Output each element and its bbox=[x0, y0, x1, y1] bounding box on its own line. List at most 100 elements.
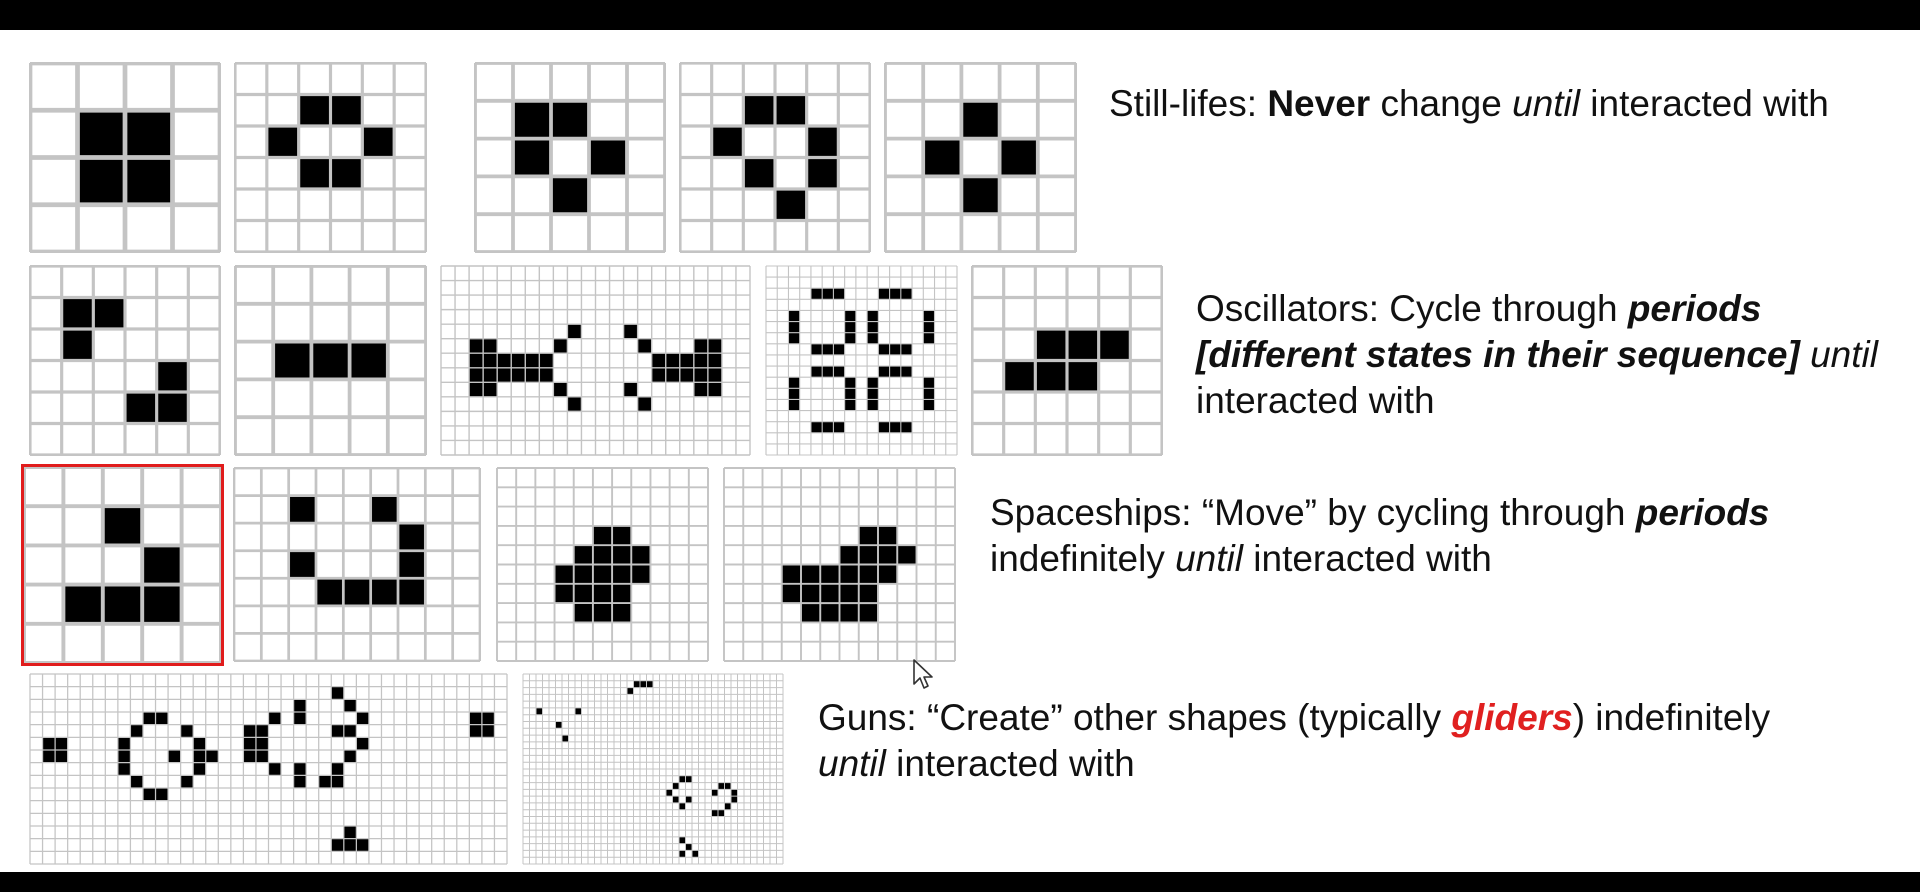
live-cell bbox=[573, 545, 593, 565]
live-cell bbox=[551, 176, 589, 215]
live-cell bbox=[858, 603, 878, 623]
live-cell bbox=[718, 782, 725, 790]
live-cell bbox=[897, 545, 917, 565]
live-cell bbox=[469, 382, 484, 397]
spaceship-pattern-glider[interactable] bbox=[21, 464, 224, 666]
live-cell bbox=[844, 399, 856, 411]
live-cell bbox=[469, 353, 484, 368]
live-cell bbox=[288, 550, 316, 579]
live-cell bbox=[343, 699, 357, 712]
live-cell bbox=[273, 341, 312, 380]
oscillators-caption: Oscillators: Cycle through periods [diff… bbox=[1196, 286, 1916, 424]
live-cell bbox=[646, 680, 653, 688]
live-cell bbox=[343, 724, 357, 738]
live-cell bbox=[612, 545, 632, 565]
live-cell bbox=[637, 338, 652, 354]
live-cell bbox=[788, 332, 800, 344]
live-cell bbox=[801, 564, 821, 584]
live-cell bbox=[651, 367, 666, 383]
spaceships-caption: Spaceships: “Move” by cycling through pe… bbox=[990, 490, 1890, 582]
live-cell bbox=[525, 353, 540, 368]
live-cell bbox=[820, 564, 840, 584]
live-cell bbox=[900, 288, 913, 300]
live-cell bbox=[923, 388, 935, 400]
live-cell bbox=[266, 126, 299, 158]
grid-background bbox=[233, 467, 481, 662]
live-cell bbox=[168, 750, 181, 763]
live-cell bbox=[961, 176, 1000, 215]
slide: Still-lifes: Never change until interact… bbox=[0, 30, 1920, 872]
live-cell bbox=[679, 367, 694, 383]
live-cell bbox=[612, 525, 632, 546]
live-cell bbox=[469, 367, 484, 383]
live-cell bbox=[331, 762, 344, 776]
live-cell bbox=[55, 750, 68, 763]
live-cell bbox=[878, 545, 898, 565]
live-cell bbox=[724, 782, 731, 790]
live-cell bbox=[142, 584, 182, 624]
live-cell bbox=[833, 366, 845, 378]
live-cell bbox=[724, 802, 731, 810]
caption-run: gliders bbox=[1451, 697, 1573, 738]
live-cell bbox=[692, 850, 699, 858]
live-cell bbox=[707, 338, 722, 354]
live-cell bbox=[243, 737, 256, 750]
live-cell bbox=[685, 843, 692, 851]
live-cell bbox=[589, 138, 627, 177]
live-cell bbox=[820, 583, 840, 604]
live-cell bbox=[672, 782, 679, 790]
live-cell bbox=[923, 377, 935, 389]
live-cell bbox=[551, 100, 589, 139]
still-life-pattern-1 bbox=[29, 62, 221, 253]
live-cell bbox=[592, 545, 613, 565]
live-cell bbox=[93, 297, 125, 329]
live-cell bbox=[810, 343, 823, 355]
live-cell bbox=[117, 762, 131, 776]
live-cell bbox=[867, 388, 879, 400]
oscillator-pattern-5 bbox=[971, 265, 1163, 456]
spaceship-pattern-3 bbox=[496, 467, 709, 662]
live-cell bbox=[42, 737, 56, 750]
live-cell bbox=[398, 578, 426, 606]
live-cell bbox=[612, 564, 632, 584]
caption-run: periods bbox=[1635, 492, 1770, 533]
live-cell bbox=[155, 788, 169, 801]
live-cell bbox=[370, 495, 398, 524]
live-cell bbox=[858, 583, 878, 604]
live-cell bbox=[685, 796, 692, 803]
live-cell bbox=[867, 310, 879, 322]
live-cell bbox=[331, 686, 344, 700]
live-cell bbox=[693, 353, 708, 368]
live-cell bbox=[878, 525, 898, 546]
caption-run: indefinitely bbox=[990, 538, 1165, 579]
live-cell bbox=[553, 382, 568, 397]
live-cell bbox=[1035, 329, 1067, 361]
live-cell bbox=[665, 353, 680, 368]
live-cell bbox=[679, 775, 686, 783]
live-cell bbox=[497, 353, 512, 368]
live-cell bbox=[349, 341, 388, 380]
caption-run: Oscillators: Cycle through bbox=[1196, 288, 1628, 329]
live-cell bbox=[255, 724, 269, 738]
caption-run: Guns: “Create” other shapes (typically bbox=[818, 697, 1452, 738]
live-cell bbox=[651, 353, 666, 368]
grid-background bbox=[474, 62, 666, 253]
still-life-pattern-2 bbox=[234, 62, 427, 253]
oscillator-pattern-2 bbox=[234, 265, 427, 456]
live-cell bbox=[711, 809, 718, 817]
live-cell bbox=[923, 310, 935, 322]
live-cell bbox=[640, 680, 647, 688]
oscillator-pattern-3 bbox=[440, 265, 751, 456]
live-cell bbox=[356, 838, 369, 852]
caption-run: until bbox=[1175, 538, 1243, 579]
grid-background bbox=[21, 464, 224, 666]
live-cell bbox=[117, 737, 131, 750]
live-cell bbox=[318, 775, 332, 788]
still-lifes-caption: Still-lifes: Never change until interact… bbox=[1109, 81, 1909, 127]
live-cell bbox=[77, 110, 125, 158]
live-cell bbox=[555, 721, 562, 729]
live-cell bbox=[298, 94, 331, 126]
live-cell bbox=[900, 343, 913, 355]
live-cell bbox=[707, 367, 722, 383]
live-cell bbox=[627, 687, 634, 695]
